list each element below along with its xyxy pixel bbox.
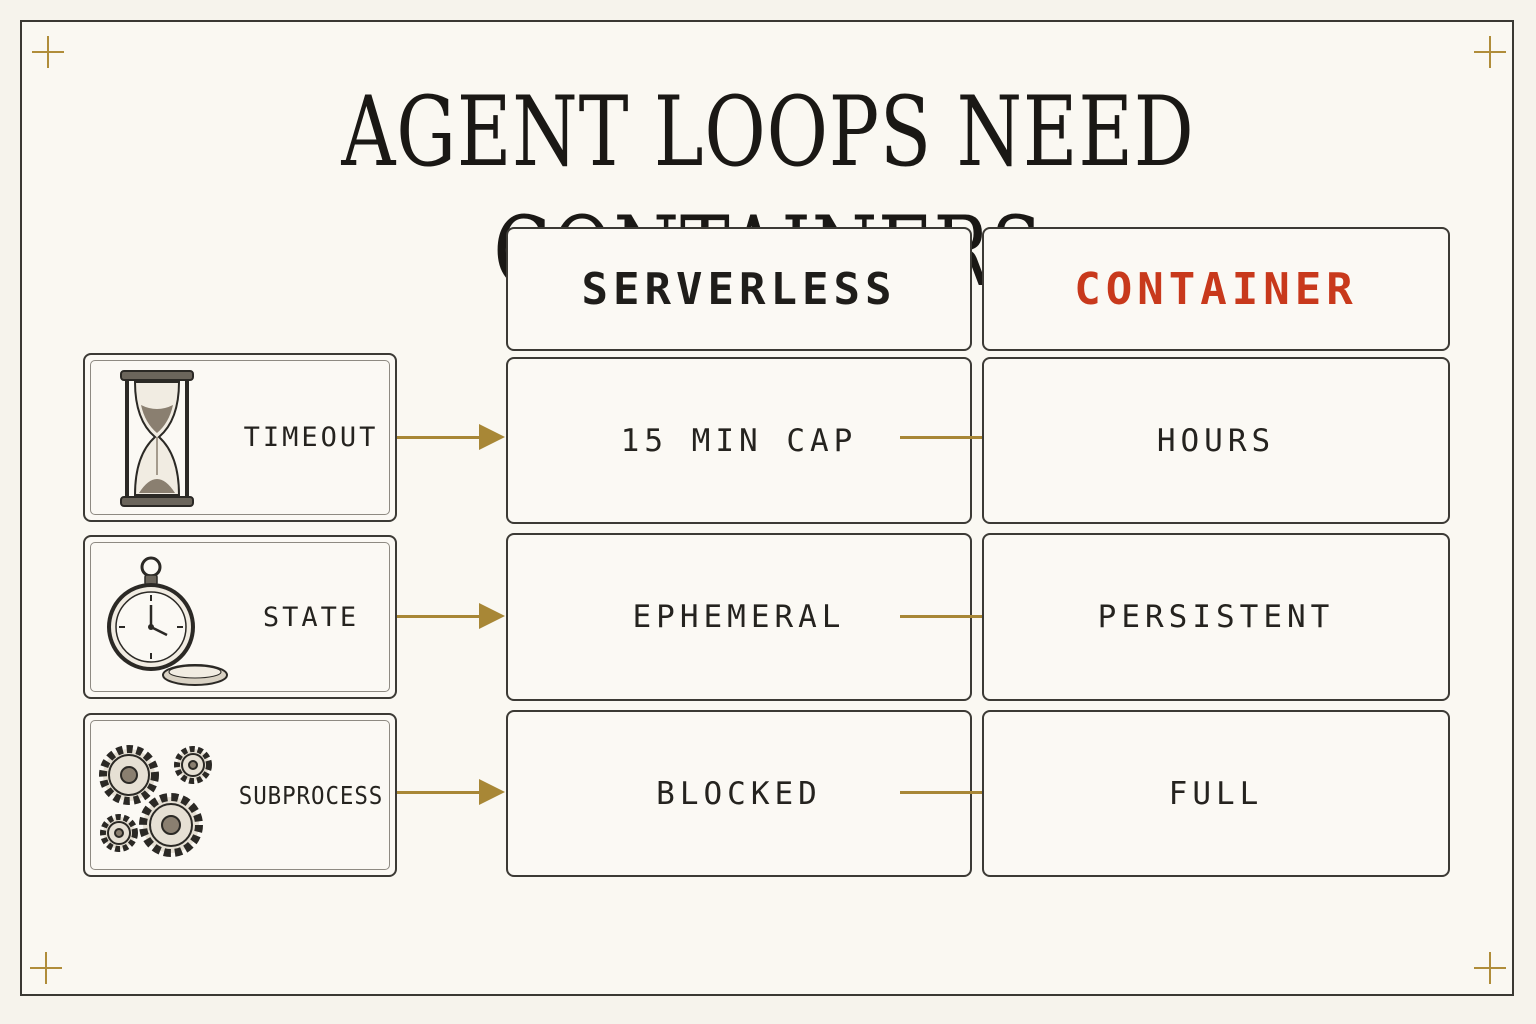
factor-subprocess: SUBPROCESS	[83, 713, 397, 877]
arrow-timeout-to-serverless	[397, 422, 505, 452]
arrow-state-to-serverless	[397, 601, 505, 631]
factor-timeout: TIMEOUT	[83, 353, 397, 522]
corner-mark-bottom-left	[30, 952, 62, 984]
factor-subprocess-label: SUBPROCESS	[238, 780, 384, 810]
container-subprocess: FULL	[982, 710, 1450, 877]
serverless-state-value: EPHEMERAL	[632, 599, 846, 635]
arrow-subprocess-to-serverless	[397, 777, 505, 807]
container-state-value: PERSISTENT	[1097, 599, 1335, 635]
serverless-subprocess-value: BLOCKED	[656, 775, 822, 812]
container-state: PERSISTENT	[982, 533, 1450, 701]
corner-mark-top-right	[1474, 36, 1506, 68]
factor-timeout-label: TIMEOUT	[243, 422, 379, 453]
factor-state: STATE	[83, 535, 397, 699]
serverless-subprocess: BLOCKED	[506, 710, 972, 877]
container-timeout: HOURS	[982, 357, 1450, 524]
header-container-label: CONTAINER	[1074, 263, 1358, 315]
corner-mark-top-left	[32, 36, 64, 68]
header-serverless: SERVERLESS	[506, 227, 972, 351]
serverless-timeout-value: 15 MIN CAP	[620, 422, 858, 459]
corner-mark-bottom-right	[1474, 952, 1506, 984]
pocket-watch-icon	[107, 556, 228, 686]
gears-icon	[99, 745, 212, 857]
serverless-state: EPHEMERAL	[506, 533, 972, 701]
serverless-timeout: 15 MIN CAP	[506, 357, 972, 524]
container-subprocess-value: FULL	[1168, 775, 1264, 812]
header-serverless-label: SERVERLESS	[581, 263, 897, 315]
factor-state-label: STATE	[262, 601, 360, 633]
container-timeout-value: HOURS	[1156, 422, 1276, 459]
hourglass-icon	[120, 370, 194, 507]
header-container: CONTAINER	[982, 227, 1450, 351]
